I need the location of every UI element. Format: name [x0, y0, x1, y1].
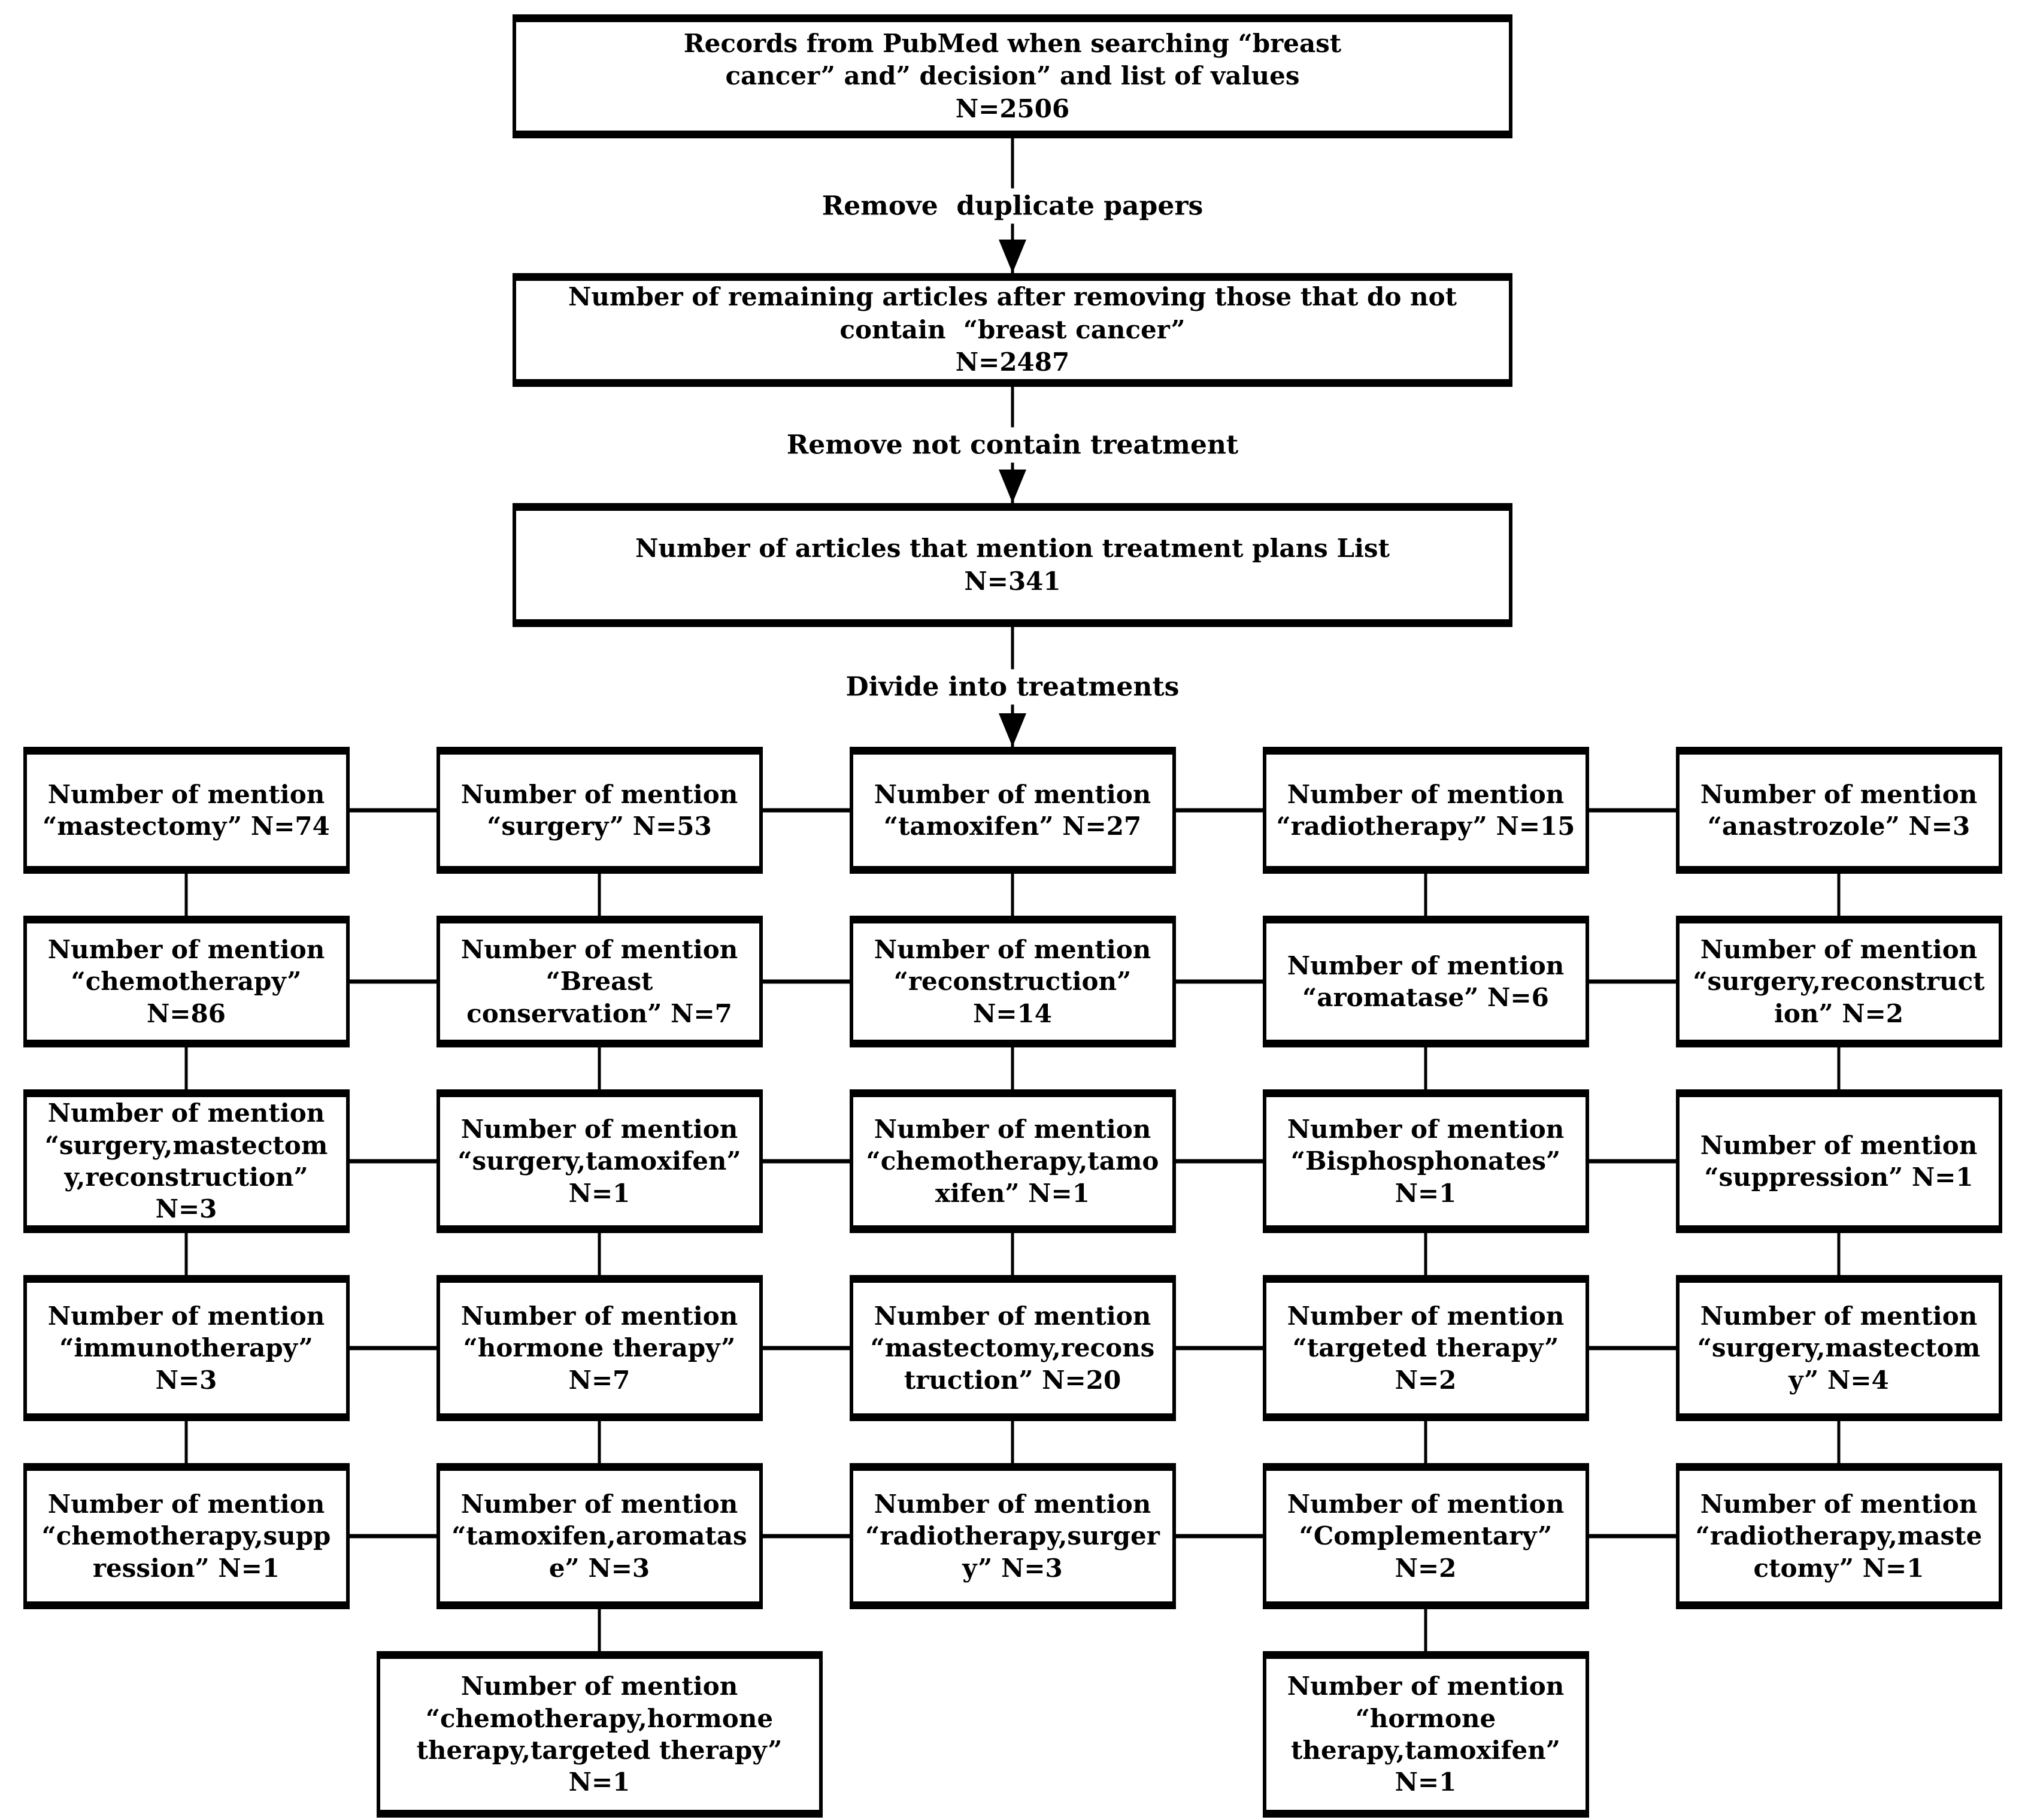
node-anastrozole: Number of mention “anastrozole” N=3	[1675, 747, 2002, 874]
node-chemo-hormone-targeted-text: Number of mention “chemotherapy,hormone …	[376, 1651, 823, 1818]
node-anastrozole-text: Number of mention “anastrozole” N=3	[1675, 747, 2002, 874]
node-breast-conservation: Number of mention “Breast conservation” …	[436, 916, 763, 1047]
node-immunotherapy-text: Number of mention “immunotherapy” N=3	[23, 1275, 350, 1421]
node-chemotherapy-tamoxifen: Number of mention “chemotherapy,tamo xif…	[849, 1089, 1176, 1233]
node-suppression-text: Number of mention “suppression” N=1	[1675, 1089, 2002, 1233]
node-hormone-therapy: Number of mention “hormone therapy” N=7	[436, 1275, 763, 1421]
node-hormone-therapy-text: Number of mention “hormone therapy” N=7	[436, 1275, 763, 1421]
node-surgery-mastectomy-text: Number of mention “surgery,mastectom y” …	[1675, 1275, 2002, 1421]
node-tamoxifen-aromatase-text: Number of mention “tamoxifen,aromatas e”…	[436, 1463, 763, 1609]
flow-box-remaining-articles: Number of remaining articles after remov…	[513, 273, 1512, 387]
node-surgery-reconstruction: Number of mention “surgery,reconstruct i…	[1675, 916, 2002, 1047]
node-complementary: Number of mention “Complementary” N=2	[1262, 1463, 1589, 1609]
node-surgery-mastectomy: Number of mention “surgery,mastectom y” …	[1675, 1275, 2002, 1421]
node-surgery-tamoxifen-text: Number of mention “surgery,tamoxifen” N=…	[436, 1089, 763, 1233]
node-reconstruction: Number of mention “reconstruction” N=14	[849, 916, 1176, 1047]
node-tamoxifen-aromatase: Number of mention “tamoxifen,aromatas e”…	[436, 1463, 763, 1609]
node-radiotherapy-mastectomy: Number of mention “radiotherapy,maste ct…	[1675, 1463, 2002, 1609]
node-chemotherapy-tamoxifen-text: Number of mention “chemotherapy,tamo xif…	[849, 1089, 1176, 1233]
node-radiotherapy-mastectomy-text: Number of mention “radiotherapy,maste ct…	[1675, 1463, 2002, 1609]
node-tamoxifen: Number of mention “tamoxifen” N=27	[849, 747, 1176, 874]
node-targeted-therapy-text: Number of mention “targeted therapy” N=2	[1262, 1275, 1589, 1421]
node-aromatase: Number of mention “aromatase” N=6	[1262, 916, 1589, 1047]
node-chemo-hormone-targeted: Number of mention “chemotherapy,hormone …	[376, 1651, 823, 1818]
node-surgery-tamoxifen: Number of mention “surgery,tamoxifen” N=…	[436, 1089, 763, 1233]
node-surgery-mastectomy-reconstruction-text: Number of mention “surgery,mastectom y,r…	[23, 1089, 350, 1233]
node-radiotherapy-surgery-text: Number of mention “radiotherapy,surger y…	[849, 1463, 1176, 1609]
node-chemotherapy-text: Number of mention “chemotherapy” N=86	[23, 916, 350, 1047]
node-complementary-text: Number of mention “Complementary” N=2	[1262, 1463, 1589, 1609]
arrow-label-divide-treatments: Divide into treatments	[830, 669, 1195, 705]
node-suppression: Number of mention “suppression” N=1	[1675, 1089, 2002, 1233]
flow-box-treatment-articles: Number of articles that mention treatmen…	[513, 503, 1512, 627]
node-aromatase-text: Number of mention “aromatase” N=6	[1262, 916, 1589, 1047]
funnel-section: Records from PubMed when searching “brea…	[513, 0, 1512, 747]
arrow-remove-duplicates: Remove duplicate papers	[513, 138, 1512, 273]
node-reconstruction-text: Number of mention “reconstruction” N=14	[849, 916, 1176, 1047]
node-radiotherapy-surgery: Number of mention “radiotherapy,surger y…	[849, 1463, 1176, 1609]
node-hormone-tamoxifen: Number of mention “hormone therapy,tamox…	[1262, 1651, 1589, 1818]
arrow-label-remove-duplicates: Remove duplicate papers	[806, 188, 1219, 223]
node-targeted-therapy: Number of mention “targeted therapy” N=2	[1262, 1275, 1589, 1421]
node-bisphosphonates: Number of mention “Bisphosphonates” N=1	[1262, 1089, 1589, 1233]
node-chemotherapy: Number of mention “chemotherapy” N=86	[23, 916, 350, 1047]
node-surgery-reconstruction-text: Number of mention “surgery,reconstruct i…	[1675, 916, 2002, 1047]
node-mastectomy-text: Number of mention “mastectomy” N=74	[23, 747, 350, 874]
node-hormone-tamoxifen-text: Number of mention “hormone therapy,tamox…	[1262, 1651, 1589, 1818]
node-surgery-text: Number of mention “surgery” N=53	[436, 747, 763, 874]
flow-box-pubmed-records: Records from PubMed when searching “brea…	[513, 14, 1512, 138]
node-chemotherapy-suppression-text: Number of mention “chemotherapy,supp res…	[23, 1463, 350, 1609]
node-mastectomy-reconstruction: Number of mention “mastectomy,recons tru…	[849, 1275, 1176, 1421]
node-mastectomy: Number of mention “mastectomy” N=74	[23, 747, 350, 874]
node-radiotherapy-text: Number of mention “radiotherapy” N=15	[1262, 747, 1589, 874]
node-mastectomy-reconstruction-text: Number of mention “mastectomy,recons tru…	[849, 1275, 1176, 1421]
node-surgery-mastectomy-reconstruction: Number of mention “surgery,mastectom y,r…	[23, 1089, 350, 1233]
treatment-grid: Number of mention “mastectomy” N=74 Numb…	[23, 747, 2002, 1818]
node-surgery: Number of mention “surgery” N=53	[436, 747, 763, 874]
node-immunotherapy: Number of mention “immunotherapy” N=3	[23, 1275, 350, 1421]
node-bisphosphonates-text: Number of mention “Bisphosphonates” N=1	[1262, 1089, 1589, 1233]
arrow-divide-treatments: Divide into treatments	[513, 627, 1512, 747]
arrow-remove-no-treatment: Remove not contain treatment	[513, 387, 1512, 503]
node-chemotherapy-suppression: Number of mention “chemotherapy,supp res…	[23, 1463, 350, 1609]
node-radiotherapy: Number of mention “radiotherapy” N=15	[1262, 747, 1589, 874]
node-tamoxifen-text: Number of mention “tamoxifen” N=27	[849, 747, 1176, 874]
arrow-label-remove-no-treatment: Remove not contain treatment	[771, 427, 1254, 463]
node-breast-conservation-text: Number of mention “Breast conservation” …	[436, 916, 763, 1047]
